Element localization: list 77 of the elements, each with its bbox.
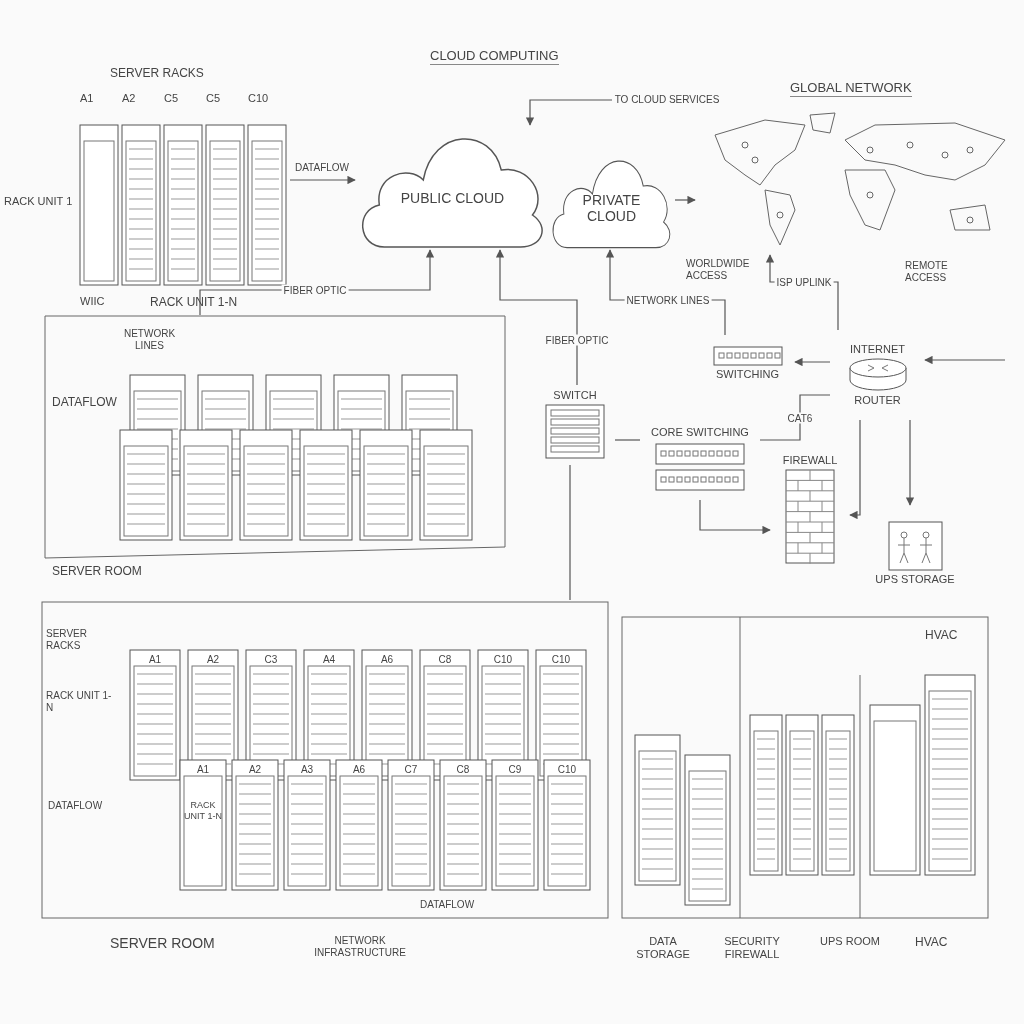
- arrow: [924, 355, 1006, 365]
- rack-label: C10: [492, 654, 514, 666]
- server-room-drawing: [40, 600, 610, 920]
- text-label: NETWORK LINES: [122, 328, 177, 352]
- cloud-label: PRIVATE CLOUD: [581, 192, 642, 224]
- arrow: [289, 175, 356, 185]
- cloud-label: PUBLIC CLOUD: [399, 189, 506, 206]
- text-label: REMOTE ACCESS: [905, 260, 949, 284]
- device-label: FIREWALL: [782, 453, 838, 468]
- rack-label: C10: [556, 764, 578, 776]
- rack-label: A1: [80, 92, 95, 106]
- arrow: [765, 254, 839, 331]
- rack-label: A1: [195, 764, 211, 776]
- device-label: ROUTER: [854, 394, 901, 408]
- section-label: DATA STORAGE: [635, 935, 691, 962]
- rack-label: A2: [205, 654, 221, 666]
- section-label: SERVER ROOM: [52, 564, 142, 579]
- callout-text: TO CLOUD SERVICES: [614, 94, 720, 106]
- rack-label: C7: [403, 764, 419, 776]
- arrow: [674, 195, 696, 205]
- rack-label: C10: [248, 92, 270, 106]
- edge-label: FIBER OPTIC: [281, 284, 349, 296]
- device-label: SWITCHING: [716, 367, 779, 382]
- edge-label: ISP UPLINK: [774, 276, 834, 288]
- rack-label: C5: [206, 92, 222, 106]
- arrow: [605, 249, 726, 336]
- edge-label: DATAFLOW: [292, 161, 352, 173]
- rack-label: RACK UNIT 1-N: [183, 800, 223, 822]
- rack-label: A1: [147, 654, 163, 666]
- edge-label: CAT6: [785, 412, 815, 424]
- rack-label: A3: [299, 764, 315, 776]
- arrow: [794, 357, 831, 367]
- connector-line: [614, 439, 641, 441]
- device-label: UPS STORAGE: [875, 572, 955, 587]
- rack-label: A2: [247, 764, 263, 776]
- section-label: SERVER ROOM: [110, 935, 215, 952]
- edge-label: NETWORK LINES: [624, 294, 712, 306]
- text-label: DATAFLOW: [52, 395, 117, 410]
- arrow: [495, 249, 578, 386]
- section-label: HVAC: [915, 935, 948, 950]
- rack-label: C8: [455, 764, 471, 776]
- node-caption: SERVER RACKS: [110, 66, 204, 81]
- rack-label: C10: [550, 654, 572, 666]
- rack-label: A2: [122, 92, 137, 106]
- rack-label: C8: [437, 654, 453, 666]
- edge-label: FIBER OPTIC: [543, 334, 611, 346]
- rack-label: A4: [321, 654, 337, 666]
- rack-label: C9: [507, 764, 523, 776]
- dimension-label: RACK UNIT 1: [4, 195, 73, 209]
- text-label: HVAC: [925, 628, 958, 643]
- arrow: [699, 499, 771, 535]
- device-label: SWITCH: [553, 388, 597, 403]
- text-label: DATAFLOW: [48, 800, 103, 812]
- connector-line: [569, 464, 571, 601]
- text-label: NETWORK INFRASTRUCTURE: [313, 935, 407, 959]
- rack-label: A6: [351, 764, 367, 776]
- text-label: WORLDWIDE ACCESS: [686, 258, 751, 282]
- arrow: [905, 419, 915, 506]
- connector-line: [759, 394, 831, 441]
- rack-label: A6: [379, 654, 395, 666]
- arrow: [849, 419, 861, 520]
- facility-rooms-drawing: [620, 615, 990, 920]
- rack-label: C5: [164, 92, 180, 106]
- section-label: UPS ROOM: [820, 935, 880, 949]
- node-caption: INTERNET: [850, 342, 905, 356]
- arrow: [199, 249, 435, 316]
- arrow: [525, 99, 613, 126]
- heading: GLOBAL NETWORK: [790, 80, 912, 97]
- dimension-label: WIIC: [80, 295, 105, 309]
- section-label: SECURITY FIREWALL: [723, 935, 781, 962]
- heading: CLOUD COMPUTING: [430, 48, 559, 65]
- text-label: SERVER RACKS: [46, 628, 88, 652]
- text-label: RACK UNIT 1-N: [46, 690, 113, 714]
- dimension-label: RACK UNIT 1-N: [150, 295, 238, 310]
- text-label: DATAFLOW: [420, 899, 475, 911]
- device-label: CORE SWITCHING: [651, 426, 749, 440]
- rack-label: C3: [263, 654, 279, 666]
